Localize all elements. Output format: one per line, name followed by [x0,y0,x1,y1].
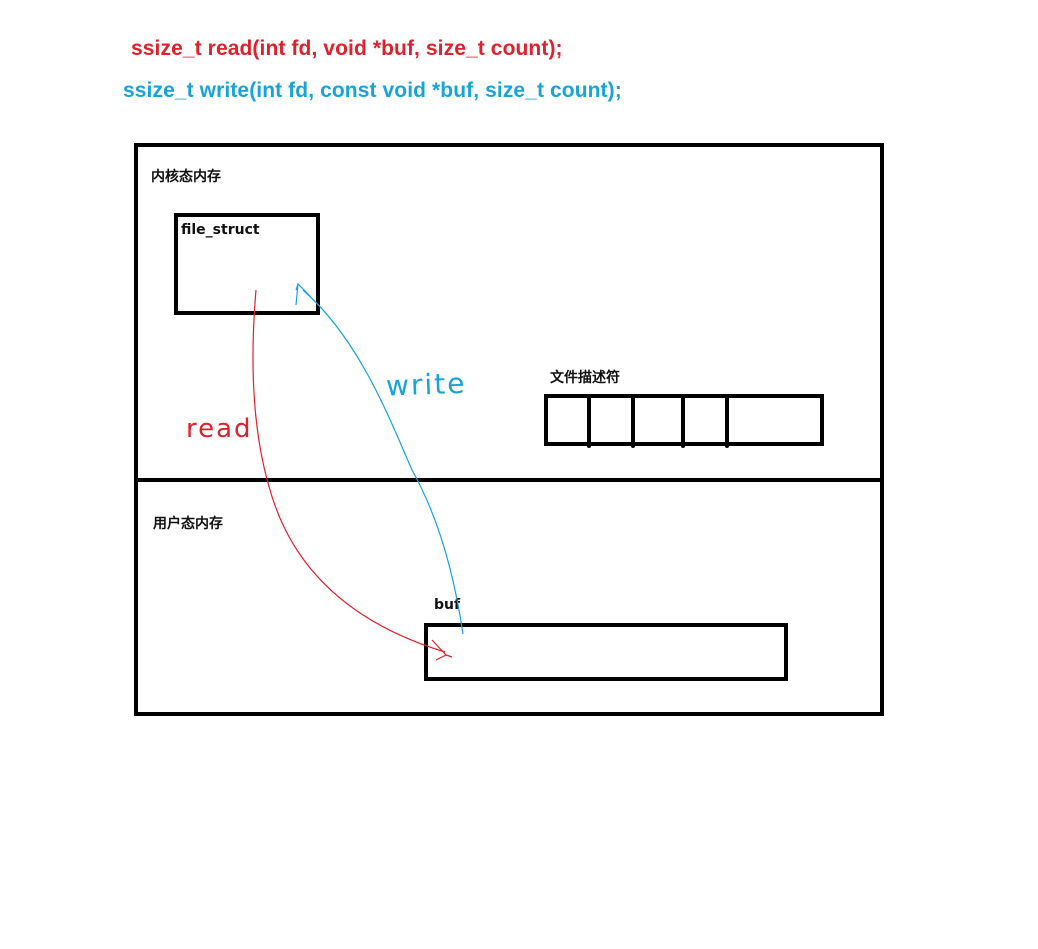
fd-table-cell-divider [587,394,591,448]
kernel-memory-label: 内核态内存 [151,169,221,185]
buf-label: buf [434,597,461,613]
fd-table-cell-divider [725,394,729,448]
kernel-user-divider [134,478,884,482]
user-memory-label: 用户态内存 [153,516,223,532]
file-struct-label: file_struct [181,222,260,238]
buf-box [424,623,788,681]
write-signature: ssize_t write(int fd, const void *buf, s… [123,79,622,102]
fd-table-cell-divider [631,394,635,448]
fd-table-cell-divider [681,394,685,448]
file-struct-box [174,213,320,315]
memory-box [134,143,884,716]
read-signature: ssize_t read(int fd, void *buf, size_t c… [131,37,563,60]
fd-table-label: 文件描述符 [550,370,620,386]
